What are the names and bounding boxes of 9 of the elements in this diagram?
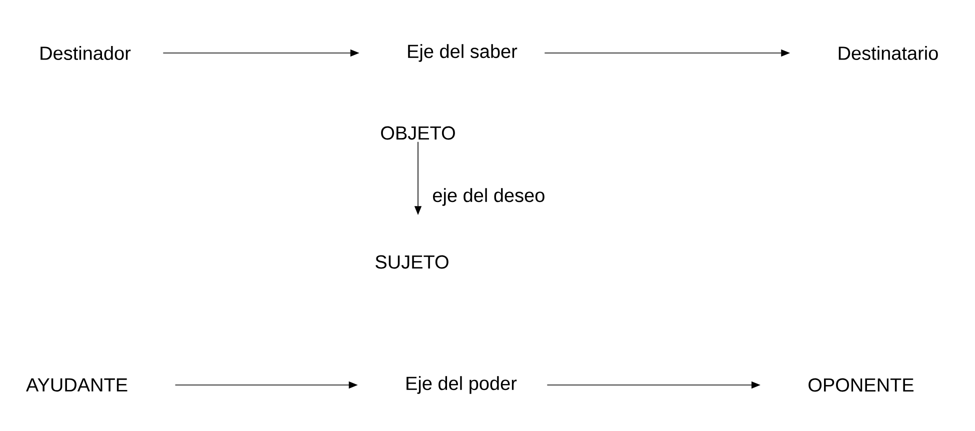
- edge-label: eje del deseo: [430, 186, 548, 208]
- node-label: OPONENTE: [808, 378, 914, 392]
- node-label: Eje del poder: [406, 376, 517, 394]
- node-label: Eje del saber: [408, 44, 518, 62]
- node-label: SUJETO: [376, 255, 448, 269]
- node-label: Destinador: [40, 46, 131, 60]
- node-label: AYUDANTE: [26, 378, 128, 392]
- node-label: Destinatario: [838, 46, 938, 60]
- node-label: OBJETO: [381, 126, 455, 140]
